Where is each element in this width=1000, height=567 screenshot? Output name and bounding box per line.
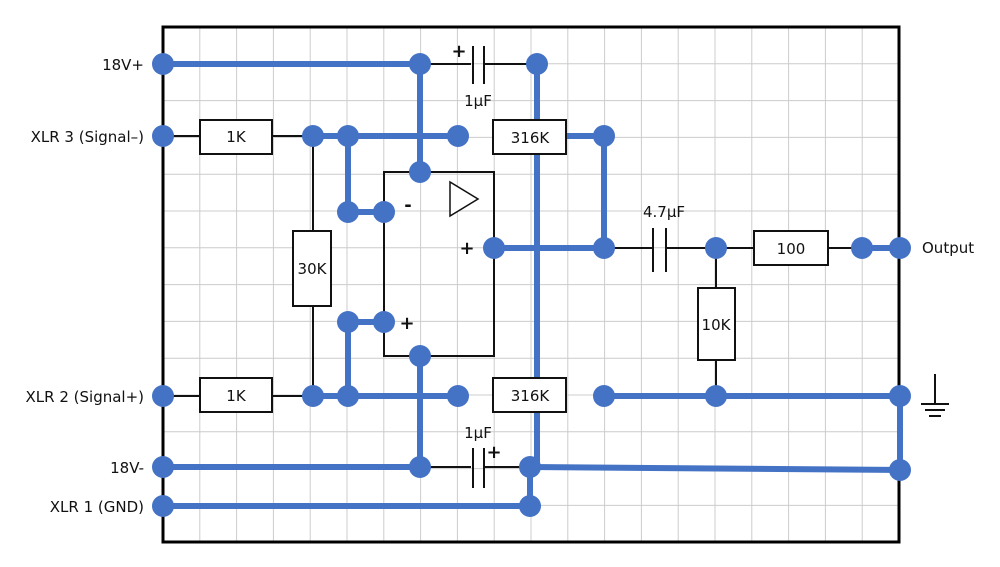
node: [302, 125, 324, 147]
label-r-bridge: 30K: [298, 260, 328, 278]
node: [851, 237, 873, 259]
node: [152, 456, 174, 478]
node: [152, 495, 174, 517]
resistor-r-in-bottom: [199, 377, 273, 413]
opamp-box: [383, 171, 495, 357]
node: [302, 385, 324, 407]
node: [337, 201, 359, 223]
node: [337, 125, 359, 147]
node: [889, 385, 911, 407]
node: [593, 385, 615, 407]
node: [447, 125, 469, 147]
cap-bottom-plus-sign: +: [486, 442, 501, 463]
nodes: [152, 53, 911, 517]
node: [409, 345, 431, 367]
node: [373, 201, 395, 223]
opamp-inverting-sign: -: [404, 195, 411, 216]
label-18v-plus: 18V+: [102, 56, 144, 74]
capacitors: [472, 46, 667, 488]
label-output: Output: [922, 239, 974, 257]
node: [526, 53, 548, 75]
label-r-out: 100: [777, 240, 806, 258]
node: [152, 125, 174, 147]
node: [593, 125, 615, 147]
resistors: [199, 119, 829, 413]
label-r-fb-top: 316K: [511, 129, 551, 147]
resistor-r-in-top: [199, 119, 273, 155]
node: [152, 53, 174, 75]
label-r-in-bottom: 1K: [226, 387, 247, 405]
node: [373, 311, 395, 333]
label-18v-minus: 18V-: [110, 459, 144, 477]
node: [337, 311, 359, 333]
node: [409, 161, 431, 183]
resistor-r-load: [697, 287, 736, 361]
board-frame: [161, 25, 901, 544]
node: [519, 495, 541, 517]
node: [705, 237, 727, 259]
opamp-triangle-icon: [449, 180, 480, 218]
cap-top-plus-sign: +: [451, 41, 466, 62]
node: [705, 385, 727, 407]
label-r-fb-bottom: 316K: [511, 387, 551, 405]
resistor-r-bridge: [292, 230, 332, 307]
node: [152, 385, 174, 407]
node: [337, 385, 359, 407]
node: [889, 459, 911, 481]
resistor-r-out: [753, 230, 829, 266]
node: [519, 456, 541, 478]
label-c-bottom: 1µF: [464, 424, 492, 442]
resistor-r-fb-top: [492, 119, 567, 155]
node: [483, 237, 505, 259]
opamp-noninverting-sign: +: [399, 313, 414, 334]
opamp-output-sign: +: [459, 238, 474, 259]
label-r-load: 10K: [702, 316, 732, 334]
label-xlr2: XLR 2 (Signal+): [26, 388, 144, 406]
label-xlr1: XLR 1 (GND): [50, 498, 144, 516]
resistor-r-fb-bottom: [492, 377, 567, 413]
node: [889, 237, 911, 259]
label-c-out: 4.7µF: [643, 203, 685, 221]
node: [447, 385, 469, 407]
node: [409, 456, 431, 478]
node: [593, 237, 615, 259]
ground-icon: [921, 374, 949, 417]
label-xlr3: XLR 3 (Signal–): [31, 128, 144, 146]
label-c-top: 1µF: [464, 92, 492, 110]
node: [409, 53, 431, 75]
label-r-in-top: 1K: [226, 128, 247, 146]
